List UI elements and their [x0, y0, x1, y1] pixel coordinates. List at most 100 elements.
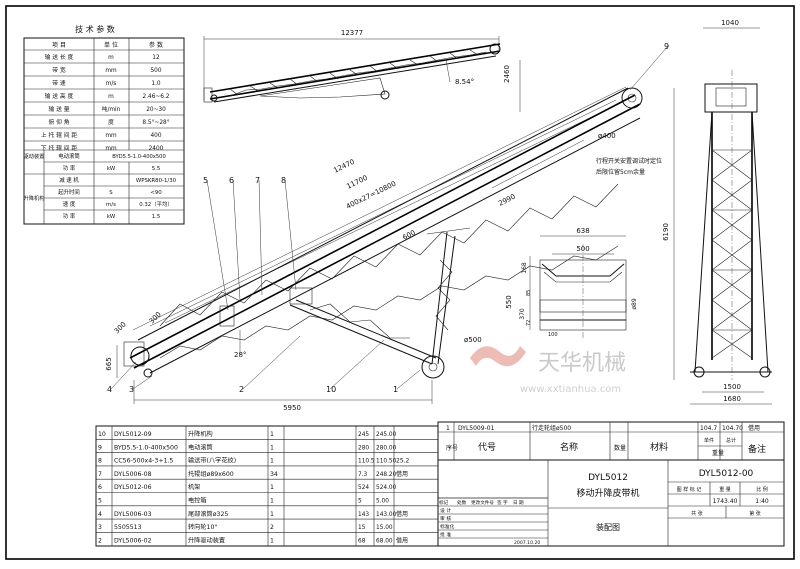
- leader-line: [132, 375, 153, 390]
- approval-role: 批 准: [440, 531, 451, 538]
- dim-168: 168: [521, 262, 528, 274]
- balloon-2: 2: [239, 385, 244, 394]
- balloon-4: 4: [107, 385, 112, 394]
- leader-line: [396, 369, 421, 390]
- drive-item: 功 率: [63, 164, 76, 172]
- balloon-8: 8: [281, 176, 286, 185]
- dia-89: ø89: [631, 298, 638, 309]
- balloon-3: 3: [129, 385, 134, 394]
- lift-value: 1.5: [152, 214, 161, 220]
- bom-seq: 4: [98, 511, 102, 518]
- bom-top-seq: 1: [446, 425, 450, 432]
- lift-unit: S: [109, 190, 113, 196]
- sheet-number: 第 张: [749, 510, 761, 517]
- bom-total-weight: 245.00: [376, 432, 397, 438]
- bom-top-code: DYL5009-01: [458, 425, 495, 432]
- dim-5950: 5950: [283, 404, 301, 412]
- scale-label: 比 例: [756, 486, 768, 493]
- lift-value: 0.32（平均）: [139, 200, 173, 208]
- control-box: [219, 305, 235, 327]
- bom-name: 升降机构: [188, 430, 213, 438]
- dia-500: ø500: [464, 336, 482, 344]
- leader-line: [110, 361, 137, 390]
- bom-qty: 1: [270, 484, 274, 491]
- spec-item: 上 托 辊 间 距: [41, 131, 78, 139]
- bom-total-weight: 5.00: [376, 499, 389, 505]
- bom-name: 托辊组ø89x600: [188, 470, 234, 478]
- leader-line: [284, 179, 297, 291]
- bom-total-weight: 524.00: [376, 485, 397, 491]
- bom-h-weight: 重量: [712, 449, 724, 457]
- drawing-date: 2007.10.20: [514, 540, 540, 546]
- dim-11700: 11700: [345, 174, 369, 191]
- leader-line: [232, 179, 241, 301]
- bom-name: 转向轮10": [188, 523, 217, 531]
- bom-h-unitw: 单件: [704, 437, 714, 444]
- dia-400: ø400: [598, 132, 616, 140]
- note-line-2: 后限位留5cm余量: [596, 168, 645, 176]
- bom-top-name: 行走轮组ø500: [532, 424, 571, 432]
- angle-28: 28°: [234, 351, 246, 359]
- lift-item: 功 率: [63, 212, 76, 220]
- bom-seq: 9: [98, 444, 102, 451]
- lift-item: 减 速 机: [59, 176, 79, 184]
- spec-value: 12: [152, 55, 160, 61]
- dim-370: 370: [519, 308, 526, 320]
- bom-code: DYL5006-03: [114, 511, 152, 518]
- bom-total-weight: 280.00: [376, 445, 397, 451]
- bom-code: DYL5012-09: [114, 431, 152, 438]
- spec-value: 400: [150, 133, 161, 139]
- balloon-1: 1: [393, 385, 398, 394]
- bom-unit-weight: 245: [358, 432, 369, 438]
- dim-1680: 1680: [723, 395, 741, 403]
- dim-6190: 6190: [662, 223, 670, 241]
- bom-name: 机架: [188, 483, 200, 491]
- lift-item: 速 度: [63, 200, 76, 208]
- drive-group-label: 驱动装置: [24, 152, 45, 160]
- bom-h-qty: 数量: [614, 444, 626, 452]
- dim-85: 85: [526, 290, 532, 296]
- note-line-1: 行程开关安置调试时定位: [596, 157, 662, 165]
- dim-2990: 2990: [497, 193, 517, 208]
- lift-group-label: 升降机构: [24, 194, 45, 202]
- bom-total-weight: 248.20: [376, 472, 397, 478]
- bom-total-weight: 68.00: [376, 538, 393, 544]
- spec-item: 带 宽: [52, 66, 66, 74]
- watermark: 天华机械 www.xxtianhua.com: [470, 346, 626, 395]
- spec-unit: mm: [105, 146, 117, 152]
- title-block: DYL5012 移动升降皮带机 装配图 DYL5012-00 图 样 标 记 重…: [437, 459, 785, 547]
- bom-unit-weight: 524: [358, 485, 369, 491]
- dim-665: 665: [105, 357, 113, 370]
- approval-role: 审 核: [440, 515, 451, 522]
- spec-item: 输 送 长 度: [45, 53, 74, 61]
- spec-unit: 度: [108, 118, 114, 126]
- drawing-frame: [5, 5, 795, 560]
- weight-value: 1743.40: [713, 498, 738, 505]
- dim-12377: 12377: [341, 29, 363, 37]
- lift-value: <90: [150, 190, 162, 196]
- lift-unit: kW: [107, 214, 116, 220]
- bom-name: 尾部滚筒ø325: [188, 510, 228, 518]
- bom-name: 电控箱: [188, 497, 207, 505]
- bom-qty: 1: [270, 537, 274, 544]
- bom-seq: 5: [98, 498, 102, 505]
- bom-h-seq: 序号: [446, 444, 458, 452]
- bom-note: 借用: [396, 510, 408, 518]
- spec-header-value: 参 数: [149, 41, 163, 49]
- bom-note: 借用: [396, 470, 408, 478]
- leader-line: [258, 179, 263, 296]
- balloon-5: 5: [203, 176, 208, 185]
- bom-code: DYL5006-02: [114, 537, 152, 544]
- bom-unit-weight: 110.5: [358, 459, 375, 465]
- bom-name: 输送带(八字花纹): [188, 457, 236, 465]
- rev-header: 标记: [439, 499, 449, 506]
- bom-seq: 8: [98, 458, 102, 465]
- product-name: 移动升降皮带机: [576, 487, 639, 499]
- bom-qty: 1: [270, 498, 274, 505]
- bom-name: 电动滚筒: [188, 443, 213, 451]
- bom-top-unitw: 104.7: [700, 425, 717, 432]
- bom-total-weight: 110.50: [376, 459, 397, 465]
